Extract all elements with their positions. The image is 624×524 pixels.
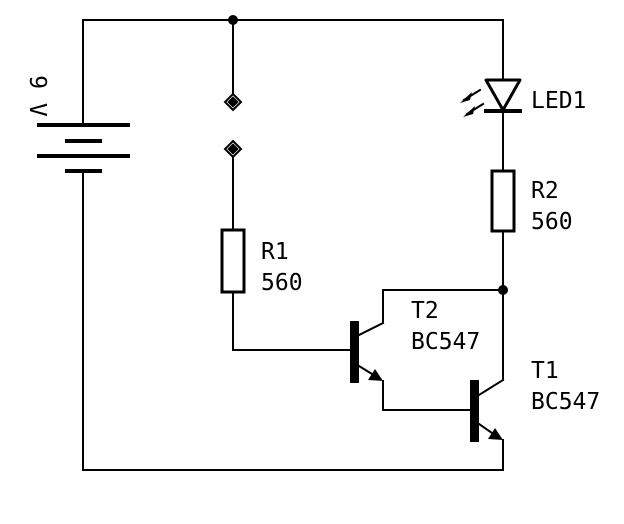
t2-part-label: BC547	[411, 329, 480, 355]
r2-value-label: 560	[531, 209, 573, 235]
t2-ref-label: T2	[411, 298, 439, 324]
r2-ref-label: R2	[531, 178, 559, 204]
led-symbol	[484, 78, 522, 172]
r1-value-label: 560	[261, 270, 303, 296]
transistor-t2	[350, 321, 473, 411]
led-ref-label: LED1	[531, 88, 586, 114]
battery-symbol	[37, 123, 130, 173]
resistor-r2	[490, 169, 516, 233]
transistor-t1	[470, 378, 505, 471]
battery-voltage-label: 9 V	[24, 75, 50, 117]
r1-ref-label: R1	[261, 239, 289, 265]
t1-part-label: BC547	[531, 389, 600, 415]
t1-ref-label: T1	[531, 358, 559, 384]
supply-wires	[82, 19, 504, 471]
led-light-arrows-icon	[460, 88, 485, 117]
resistor-r1	[220, 228, 246, 294]
touch-contacts	[223, 19, 243, 231]
